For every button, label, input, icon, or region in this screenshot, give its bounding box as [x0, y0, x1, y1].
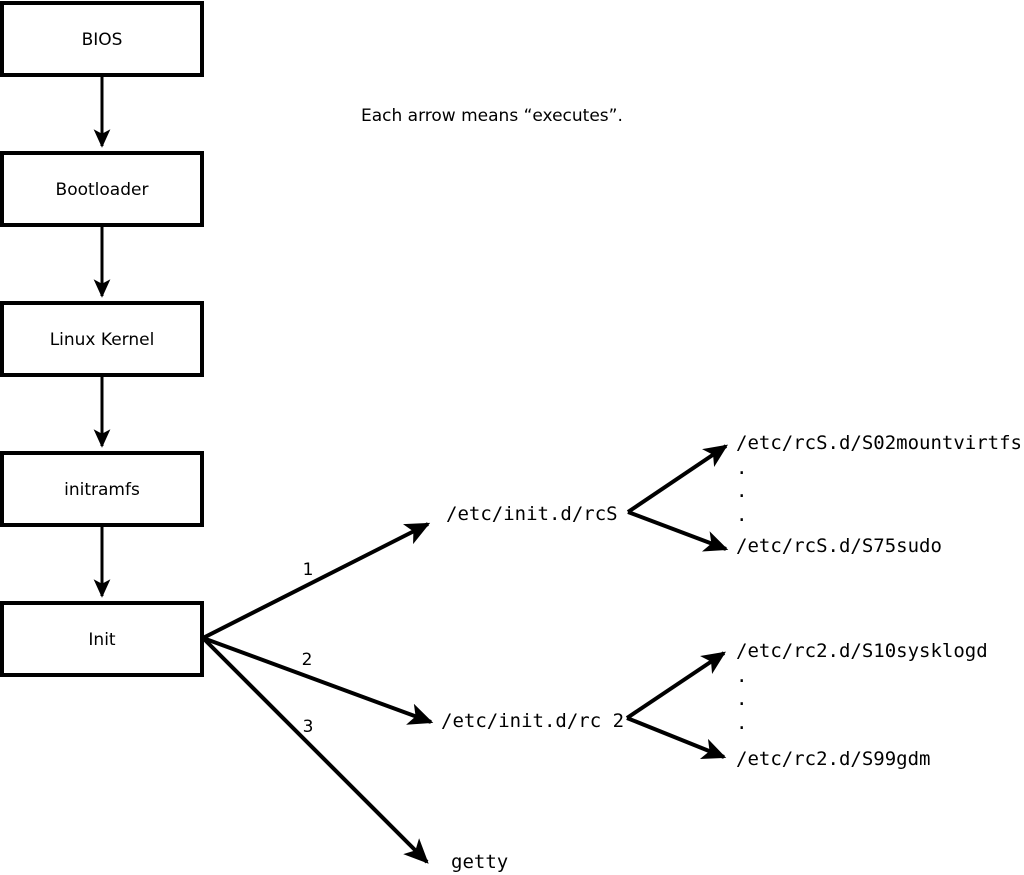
box-linux-kernel[interactable]: Linux Kernel — [0, 301, 204, 377]
edge-number-3: 3 — [303, 717, 314, 737]
arrow-rcs-to-first-script — [626, 444, 728, 514]
rcs-ellipsis-dot-2: . — [736, 480, 747, 502]
rc2-ellipsis-dot-2: . — [736, 688, 747, 710]
arrow-rc2-to-last-script — [626, 716, 727, 759]
box-linux-kernel-rect — [0, 301, 204, 377]
label-init-d-rc2: /etc/init.d/rc 2 — [441, 710, 624, 732]
box-initramfs-rect — [0, 451, 204, 527]
box-init-label: Init — [88, 630, 116, 650]
edge-number-1: 1 — [303, 560, 314, 580]
box-initramfs-label: initramfs — [64, 480, 140, 500]
init-fanout-group: 1 2 3 — [201, 522, 434, 864]
edge-number-2: 2 — [302, 650, 313, 670]
label-rc2-last-script: /etc/rc2.d/S99gdm — [736, 748, 930, 770]
box-initramfs[interactable]: initramfs — [0, 451, 204, 527]
arrow-rcs-to-last-script — [627, 510, 729, 552]
box-bios-label: BIOS — [82, 30, 123, 50]
box-bootloader-label: Bootloader — [56, 180, 149, 200]
box-init[interactable]: Init — [0, 601, 204, 677]
arrow-init-to-rc2 — [202, 636, 434, 725]
arrow-init-to-getty — [201, 636, 429, 864]
rc2-ellipsis-dot-1: . — [736, 665, 747, 687]
box-bootloader[interactable]: Bootloader — [0, 151, 204, 227]
rcs-ellipsis-dot-3: . — [736, 504, 747, 526]
box-bios-rect — [0, 1, 204, 77]
rc2-ellipsis-dot-3: . — [736, 712, 747, 734]
label-getty: getty — [451, 851, 508, 873]
box-bios[interactable]: BIOS — [0, 1, 204, 77]
boot-chain-group: BIOS Bootloader Linux Kernel initramfs I… — [0, 1, 204, 677]
rc2-subbranch-group: /etc/rc2.d/S10sysklogd . . . /etc/rc2.d/… — [625, 640, 988, 770]
arrow-rc2-to-first-script — [625, 651, 726, 720]
caption-executes: Each arrow means “executes”. — [361, 106, 623, 126]
box-init-rect — [0, 601, 204, 677]
label-rcs-first-script: /etc/rcS.d/S02mountvirtfs — [736, 432, 1022, 454]
rcs-subbranch-group: /etc/rcS.d/S02mountvirtfs . . . /etc/rcS… — [626, 432, 1022, 557]
box-bootloader-rect — [0, 151, 204, 227]
rcs-ellipsis-dot-1: . — [736, 457, 747, 479]
label-rcs-last-script: /etc/rcS.d/S75sudo — [736, 535, 942, 557]
label-init-d-rcs: /etc/init.d/rcS — [446, 503, 618, 525]
label-rc2-first-script: /etc/rc2.d/S10sysklogd — [736, 640, 988, 662]
box-linux-kernel-label: Linux Kernel — [50, 330, 155, 350]
arrow-init-to-rcs — [202, 522, 431, 640]
